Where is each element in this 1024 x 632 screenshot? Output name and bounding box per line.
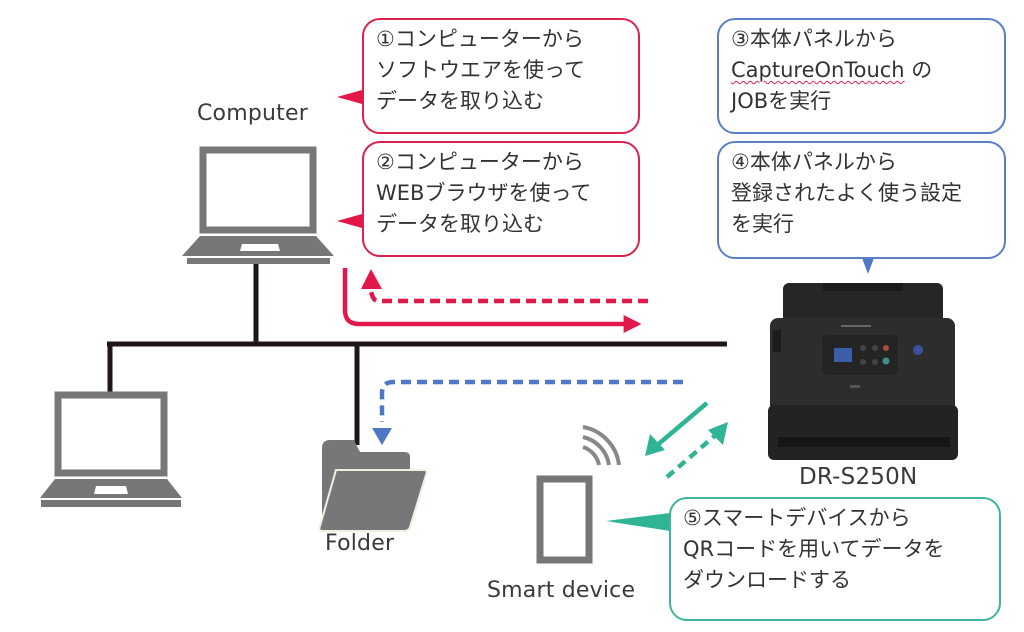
callout-3-line-3: JOBを実行 <box>731 89 832 113</box>
laptop-icon[interactable] <box>40 391 182 507</box>
computer-label: Computer <box>197 101 308 126</box>
callout-2-pointer <box>337 214 362 228</box>
callout-1-line-3: データを取り込む <box>376 89 544 113</box>
callout-1-line-2: ソフトウエアを使って <box>376 58 585 82</box>
red-solid-arrow <box>342 268 642 333</box>
blue-dashed-arrow <box>379 379 683 422</box>
wifi-signal-icon <box>582 425 621 466</box>
folder-label: Folder <box>325 531 395 556</box>
callout-2-web-browser-capture: ②コンピューターから WEBブラウザを使って データを取り込む <box>362 141 640 257</box>
callout-3-particle: の <box>904 58 933 82</box>
blue-arrows <box>372 258 874 445</box>
callout-1-software-capture: ①コンピューターから ソフトウエアを使って データを取り込む <box>362 18 640 134</box>
callout-5-line-2: QRコードを用いてデータを <box>683 537 945 561</box>
callout-5-line-3: ダウンロードする <box>683 568 851 592</box>
callout-5-pointer <box>606 513 670 531</box>
callout-3-app-name: CaptureOnTouch <box>731 58 905 82</box>
teal-solid-arrow <box>653 401 709 449</box>
callout-3-line-1: ③本体パネルから <box>731 27 897 51</box>
computer-laptop-icon[interactable] <box>182 146 334 264</box>
callout-4-line-1: ④本体パネルから <box>731 150 897 174</box>
network-lines <box>107 263 727 445</box>
callout-2-line-1: ②コンピューターから <box>376 150 584 174</box>
scanner-label: DR-S250N <box>799 464 918 490</box>
callout-4-pointer <box>862 258 874 274</box>
callout-3-panel-job: ③本体パネルから CaptureOnTouch の JOBを実行 <box>717 18 1006 134</box>
callout-4-line-2: 登録されたよく使う設定 <box>731 181 962 205</box>
teal-arrows <box>606 401 728 531</box>
red-dashed-arrowhead <box>361 269 382 289</box>
red-arrows <box>337 90 648 333</box>
teal-dashed-arrowhead <box>708 422 728 445</box>
teal-solid-arrowhead <box>645 434 665 456</box>
smart-device-icon[interactable] <box>536 475 593 564</box>
callout-3-line-2: CaptureOnTouch の <box>731 55 996 86</box>
callout-5-line-1: ⑤スマートデバイスから <box>683 506 911 530</box>
folder-icon[interactable] <box>318 440 428 532</box>
callout-1-pointer <box>337 90 362 104</box>
scanner-icon[interactable] <box>768 283 958 460</box>
blue-dashed-arrowhead <box>372 428 392 445</box>
smart-device-label: Smart device <box>487 578 636 603</box>
callout-4-panel-preset: ④本体パネルから 登録されたよく使う設定 を実行 <box>717 141 1006 259</box>
callout-2-line-3: データを取り込む <box>376 212 544 236</box>
teal-dashed-arrow <box>665 431 720 479</box>
callout-2-line-2: WEBブラウザを使って <box>376 181 592 205</box>
callout-4-line-3: を実行 <box>731 212 794 236</box>
callout-1-line-1: ①コンピューターから <box>376 27 584 51</box>
callout-5-smart-device-qr: ⑤スマートデバイスから QRコードを用いてデータを ダウンロードする <box>669 497 1001 621</box>
red-dashed-arrow <box>367 288 648 304</box>
